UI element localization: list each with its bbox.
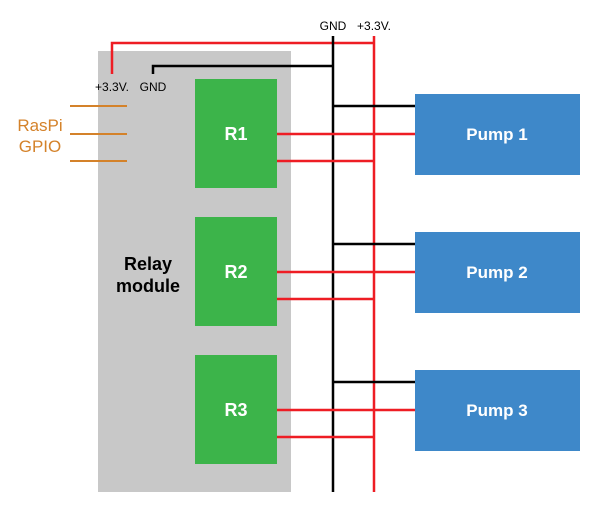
pump-1	[415, 94, 580, 175]
module-gnd-label: GND	[140, 80, 167, 94]
relay-r3-label: R3	[224, 400, 247, 420]
pump-3	[415, 370, 580, 451]
relay-r2	[195, 217, 277, 326]
module-vcc-label: +3.3V.	[95, 80, 129, 94]
gpio-label-line2: GPIO	[19, 137, 62, 156]
relay-module-title-line2: module	[116, 276, 180, 296]
vcc-wire	[110, 41, 374, 74]
gnd-wire	[151, 64, 333, 74]
pump-2-label: Pump 2	[466, 263, 527, 282]
pump-1-label: Pump 1	[466, 125, 527, 144]
relay-r2-label: R2	[224, 262, 247, 282]
gnd-rail-label: GND	[320, 19, 347, 33]
relay-r3	[195, 355, 277, 464]
pump-3-label: Pump 3	[466, 401, 527, 420]
pump-2	[415, 232, 580, 313]
vcc-rail-label: +3.3V.	[357, 19, 391, 33]
gpio-label-line1: RasPi	[17, 116, 62, 135]
relay-r1	[195, 79, 277, 188]
relay-module-title-line1: Relay	[124, 254, 172, 274]
relay-r1-label: R1	[224, 124, 247, 144]
